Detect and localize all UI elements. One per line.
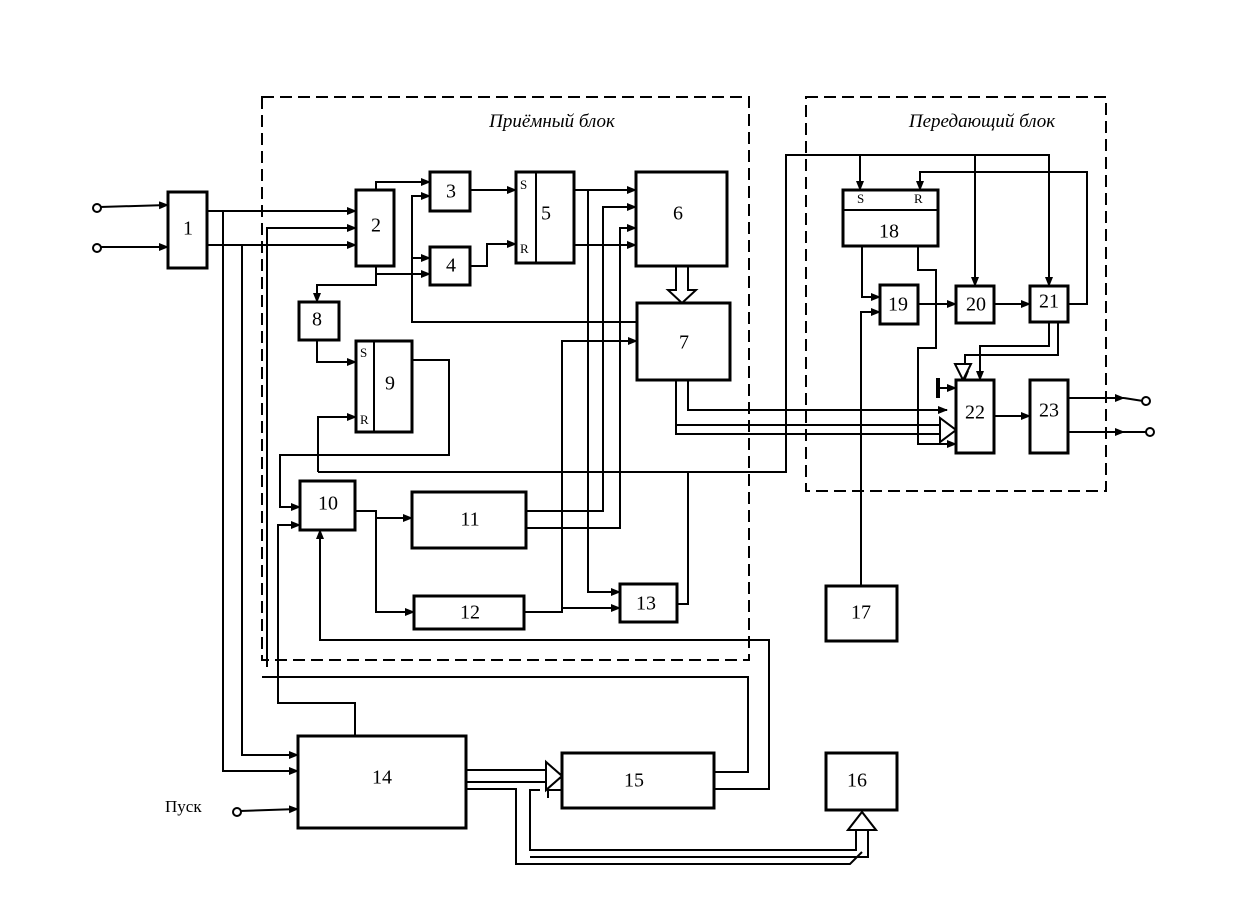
svg-text:R: R (914, 191, 923, 206)
input-terminal-1 (92, 203, 102, 213)
block-18: S R 18 (841, 188, 940, 248)
block-20: 20 (954, 284, 996, 325)
svg-text:7: 7 (679, 332, 689, 354)
svg-text:19: 19 (888, 294, 908, 316)
block-15: 15 (560, 751, 716, 810)
svg-text:16: 16 (847, 770, 867, 792)
svg-text:9: 9 (385, 373, 395, 395)
svg-text:4: 4 (446, 255, 456, 277)
svg-text:23: 23 (1039, 400, 1059, 422)
block-10: 10 (298, 479, 357, 532)
svg-text:21: 21 (1039, 291, 1059, 313)
block-12: 12 (412, 594, 526, 631)
block-19: 19 (878, 283, 920, 326)
block-6: 6 (634, 170, 729, 268)
receiver-frame (261, 96, 750, 661)
svg-text:12: 12 (460, 602, 480, 624)
block-1: 1 (166, 190, 209, 270)
svg-text:14: 14 (372, 767, 392, 789)
svg-text:S: S (360, 345, 367, 360)
svg-text:S: S (520, 177, 527, 192)
svg-text:22: 22 (965, 402, 985, 424)
start-label: Пуск (165, 797, 202, 816)
svg-text:13: 13 (636, 593, 656, 615)
svg-text:1: 1 (183, 218, 193, 240)
svg-text:15: 15 (624, 770, 644, 792)
svg-text:10: 10 (318, 493, 338, 515)
svg-text:R: R (520, 241, 529, 256)
svg-text:3: 3 (446, 181, 456, 203)
block-11: 11 (410, 490, 528, 550)
block-5: S R 5 (514, 170, 576, 265)
transmitter-title: Передающий блок (908, 111, 1056, 132)
svg-text:5: 5 (541, 203, 551, 225)
block-21: 21 (1028, 284, 1070, 324)
block-22: 22 (954, 378, 996, 455)
block-8: 8 (297, 300, 341, 342)
block-16: 16 (824, 751, 899, 812)
svg-text:S: S (857, 191, 864, 206)
svg-text:2: 2 (371, 215, 381, 237)
block-9: S R 9 (354, 339, 414, 434)
output-terminal-2 (1145, 427, 1155, 437)
block-13: 13 (618, 582, 679, 624)
svg-text:18: 18 (879, 221, 899, 243)
start-terminal (232, 807, 242, 817)
wires (99, 154, 1147, 865)
svg-text:8: 8 (312, 309, 322, 331)
input-terminal-2 (92, 243, 102, 253)
block-7: 7 (635, 301, 732, 382)
block-14: 14 (296, 734, 468, 830)
receiver-title: Приёмный блок (488, 111, 616, 132)
output-terminal-1 (1141, 396, 1151, 406)
block-2: 2 (354, 188, 396, 268)
block-17: 17 (824, 584, 899, 643)
svg-text:6: 6 (673, 203, 683, 225)
svg-text:17: 17 (851, 602, 871, 624)
block-4: 4 (428, 245, 472, 287)
svg-text:20: 20 (966, 294, 986, 316)
block-23: 23 (1028, 378, 1070, 455)
svg-text:11: 11 (460, 509, 479, 531)
block-3: 3 (428, 170, 472, 213)
svg-text:R: R (360, 412, 369, 427)
transmitter-frame (805, 96, 1107, 492)
